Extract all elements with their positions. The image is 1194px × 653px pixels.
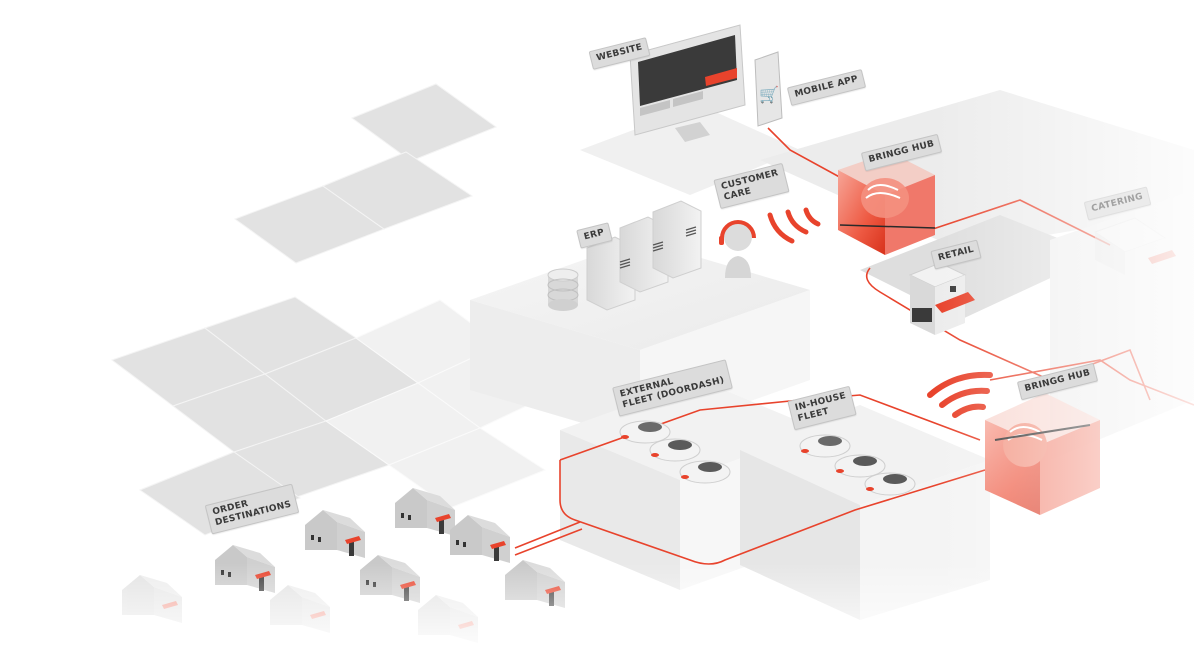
svg-text:🛒: 🛒 [759,85,779,104]
car-icon [864,472,916,496]
house-icon [450,515,510,563]
signal-waves-icon [767,207,821,244]
house-icon [360,555,420,603]
house-icon [418,595,478,643]
bringg-hub-top-cube [838,152,936,255]
car-icon [619,420,671,444]
car-icon [834,454,886,478]
house-icon [395,488,455,536]
house-icon [215,545,275,593]
fleet-blocks [560,380,990,620]
server-icon [586,200,702,311]
database-icon [547,268,579,311]
house-icon [305,510,365,558]
car-icon [679,460,731,484]
floor-tiles [110,83,498,536]
phone-icon: 🛒 [754,51,783,127]
house-icon [270,585,330,633]
headset-agent-icon [719,220,756,278]
signal-waves-icon-bottom [927,371,993,418]
house-icon [122,575,182,623]
monitor-icon [629,24,746,142]
house-icon [505,560,565,608]
car-icon-group-inhouse [799,434,916,496]
car-icon [649,438,701,462]
car-icon [799,434,851,458]
car-icon-group-external [619,420,731,484]
